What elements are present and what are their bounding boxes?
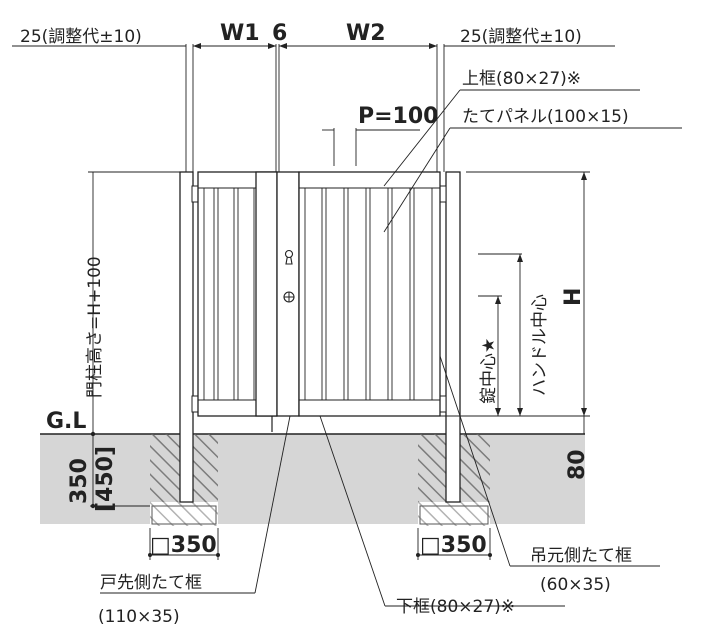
bottom-frame-callout: 下框(80×27)※ (396, 597, 515, 617)
right-post (439, 171, 461, 503)
latch-stile (255, 171, 300, 432)
top-dimension-lines (12, 43, 615, 172)
w2-label: W2 (346, 21, 386, 46)
height-label: H (561, 288, 586, 306)
depth-dimension-lines (90, 434, 492, 560)
left-post (179, 171, 199, 503)
pitch-label: P=100 (358, 104, 438, 129)
vertical-panel-callout: たてパネル(100×15) (462, 107, 629, 127)
gate-leaf-right (298, 171, 441, 417)
right-dimension-lines (440, 171, 590, 434)
embed-depth-alt-label: [450] (93, 446, 118, 512)
footing-left-label: □350 (150, 533, 217, 558)
embed-depth-label: 350 (67, 458, 92, 504)
left-adjust-label: 25(調整代±10) (20, 27, 142, 47)
w1-label: W1 (220, 21, 260, 46)
top-frame-callout: 上框(80×27)※ (462, 69, 581, 89)
footing-right-label: □350 (420, 533, 487, 558)
ground-gap-label: 80 (565, 449, 590, 480)
hinge-stile-callout: 吊元側たて框 (530, 546, 632, 566)
lock-center-label: 錠中心★ (479, 338, 499, 404)
latch-stile-size: (110×35) (98, 607, 180, 627)
post-height-label: 門柱高さ=H+100 (85, 256, 105, 398)
latch-stile-callout: 戸先側たて框 (100, 573, 202, 593)
handle-center-label: ハンドル中心 (530, 294, 550, 396)
keyhole-icon (284, 249, 294, 265)
hinge-stile-size: (60×35) (540, 575, 611, 595)
callout-leaders (100, 89, 682, 607)
handle-icon (283, 291, 295, 303)
gap-label: 6 (272, 21, 287, 46)
ground-area (40, 434, 585, 524)
ground-line-label: G.L (46, 409, 86, 434)
right-adjust-label: 25(調整代±10) (460, 27, 582, 47)
